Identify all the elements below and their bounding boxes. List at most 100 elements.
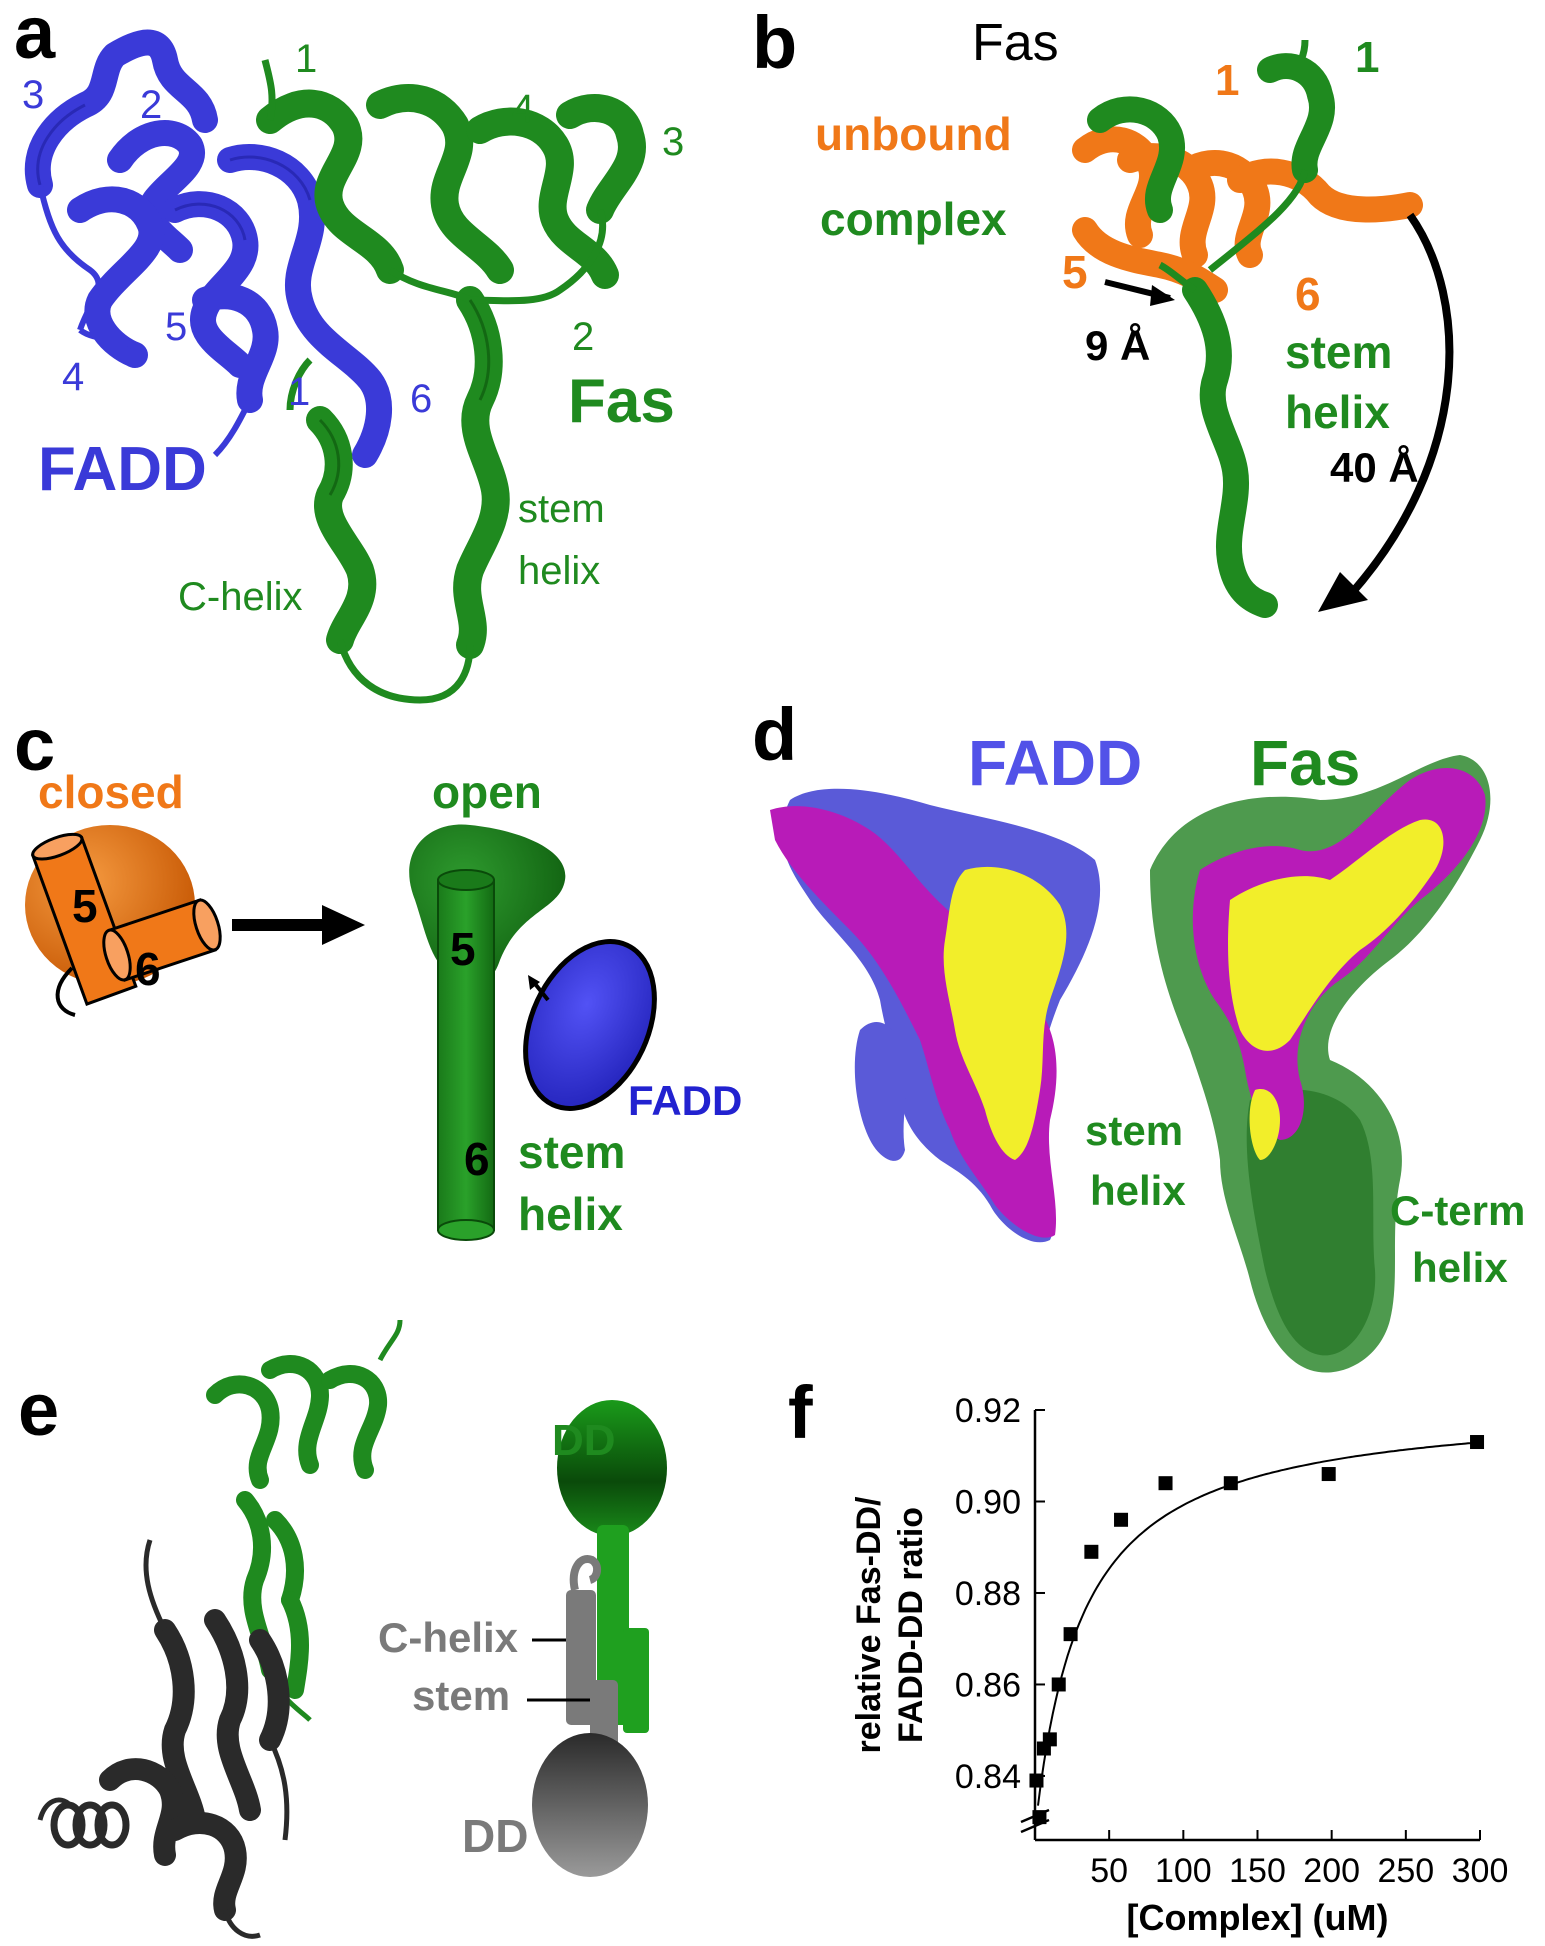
fadd-label: FADD	[38, 435, 207, 504]
fas-helix-3: 3	[662, 120, 684, 164]
fas-cterm-surface	[1246, 1089, 1376, 1356]
data-point	[1063, 1627, 1078, 1642]
open-stem-cylinder	[437, 869, 495, 1241]
fadd-helix-5: 5	[165, 305, 187, 349]
data-point	[1114, 1512, 1129, 1527]
dd-bottom-domain	[532, 1733, 648, 1877]
e-green-ribbon	[206, 1355, 388, 1699]
stem-helix-line2: helix	[518, 549, 600, 593]
open-helix-6: 6	[464, 1133, 490, 1185]
x-tick-label: 50	[1090, 1852, 1128, 1890]
e-stem-label: stem	[412, 1672, 510, 1719]
fadd-helix-2: 2	[140, 83, 162, 127]
panel-e: e DD C-helix	[18, 1319, 667, 1939]
y-tick-label: 0.86	[955, 1666, 1021, 1704]
fas-stem-bar	[597, 1525, 629, 1725]
fas-loops	[261, 59, 607, 704]
data-point	[1084, 1544, 1099, 1559]
e-dd-bottom-label: DD	[462, 1810, 528, 1862]
d-fas-label: Fas	[1250, 727, 1360, 799]
x-tick-label: 250	[1377, 1852, 1434, 1890]
complex-label: complex	[820, 193, 1007, 245]
data-point	[1042, 1732, 1057, 1747]
c-helix-label: C-helix	[178, 575, 302, 619]
c-stem-line2: helix	[518, 1188, 623, 1240]
data-point	[1029, 1773, 1044, 1788]
data-point	[1051, 1677, 1066, 1692]
fadd-domain-c	[523, 939, 657, 1111]
panel-c-letter: c	[14, 703, 55, 786]
panel-d: d FADD Fas stem helix C-term helix	[752, 693, 1525, 1373]
e-dark-ribbon	[99, 1609, 290, 1921]
panel-a: a 3 2 5	[14, 0, 684, 704]
dd-top-domain	[557, 1400, 667, 1536]
fadd-helix-6: 6	[410, 377, 432, 421]
open-helix-5: 5	[450, 923, 476, 975]
data-point	[1321, 1467, 1336, 1482]
c-stem-line1: stem	[518, 1126, 625, 1178]
fas-interface-yellow-lower	[1249, 1089, 1280, 1160]
fadd-surface-patch	[854, 1021, 907, 1161]
panel-b: b Fas unbound complex 1 1 5 6 9 Å stem h…	[752, 1, 1454, 618]
fadd-interface-magenta	[770, 806, 1057, 1238]
d-fadd-label: FADD	[968, 727, 1142, 799]
shift-9-arrowhead	[1150, 285, 1175, 306]
panel-d-letter: d	[752, 693, 797, 776]
d-cterm-line2: helix	[1412, 1244, 1508, 1291]
fadd-helix-1: 1	[288, 370, 310, 414]
orange-helix-6: 6	[1295, 268, 1321, 320]
fas-helix-1: 1	[295, 37, 317, 81]
transition-arrowhead	[322, 905, 365, 945]
unbound-label: unbound	[815, 108, 1012, 160]
b-stem-line1: stem	[1285, 326, 1392, 378]
orange-helix-1: 1	[1215, 56, 1239, 105]
panel-f-letter: f	[788, 1371, 813, 1454]
unbound-ribbon	[1072, 126, 1423, 303]
shift-40-arrow	[1347, 212, 1454, 598]
y-tick-label: 0.92	[955, 1392, 1021, 1430]
closed-helix-5: 5	[72, 880, 98, 932]
panel-a-letter: a	[14, 0, 56, 74]
b-stem-line2: helix	[1285, 386, 1390, 438]
x-tick-label: 150	[1229, 1852, 1286, 1890]
complex-ribbon-b	[1087, 53, 1335, 618]
fas-label: Fas	[568, 367, 675, 436]
data-point	[1158, 1476, 1173, 1491]
partner-loop	[569, 1555, 601, 1591]
fadd-binding-arrow	[534, 983, 550, 1002]
y-tick-label: 0.90	[955, 1483, 1021, 1521]
e-dd-top-label: DD	[552, 1416, 616, 1465]
green-helix-1: 1	[1355, 33, 1379, 82]
shift-40-label: 40 Å	[1330, 444, 1419, 491]
shift-9-label: 9 Å	[1085, 322, 1150, 369]
data-point	[1470, 1435, 1485, 1450]
fas-helix-4: 4	[512, 87, 534, 131]
shift-40-arrowhead	[1318, 572, 1368, 612]
d-stem-line2: helix	[1090, 1167, 1186, 1214]
closed-loop	[55, 966, 76, 1017]
fas-interface-yellow	[1228, 819, 1444, 1051]
e-c-helix-label: C-helix	[378, 1614, 519, 1661]
open-label: open	[432, 766, 542, 818]
x-tick-label: 300	[1452, 1852, 1509, 1890]
fadd-helix-4: 4	[62, 355, 84, 399]
closed-label: closed	[38, 766, 184, 818]
fadd-loop	[37, 184, 253, 458]
fadd-helix-3: 3	[22, 73, 44, 117]
closed-helix-6: 6	[135, 943, 161, 995]
data-point	[1223, 1476, 1238, 1491]
c-fadd-label: FADD	[628, 1077, 742, 1124]
panel-c: c closed 5 6 open 5 6 FADD stem helix	[14, 703, 742, 1241]
y-axis-label-line1: relative Fas-DD/	[850, 1496, 888, 1754]
x-tick-label: 100	[1155, 1852, 1212, 1890]
x-axis-label: [Complex] (uM)	[1127, 1897, 1389, 1938]
y-axis-label-line2: FADD-DD ratio	[892, 1507, 930, 1743]
x-tick-label: 200	[1303, 1852, 1360, 1890]
panel-b-letter: b	[752, 1, 797, 84]
d-stem-line1: stem	[1085, 1107, 1183, 1154]
panel-e-letter: e	[18, 1368, 59, 1451]
orange-helix-5: 5	[1062, 246, 1088, 298]
